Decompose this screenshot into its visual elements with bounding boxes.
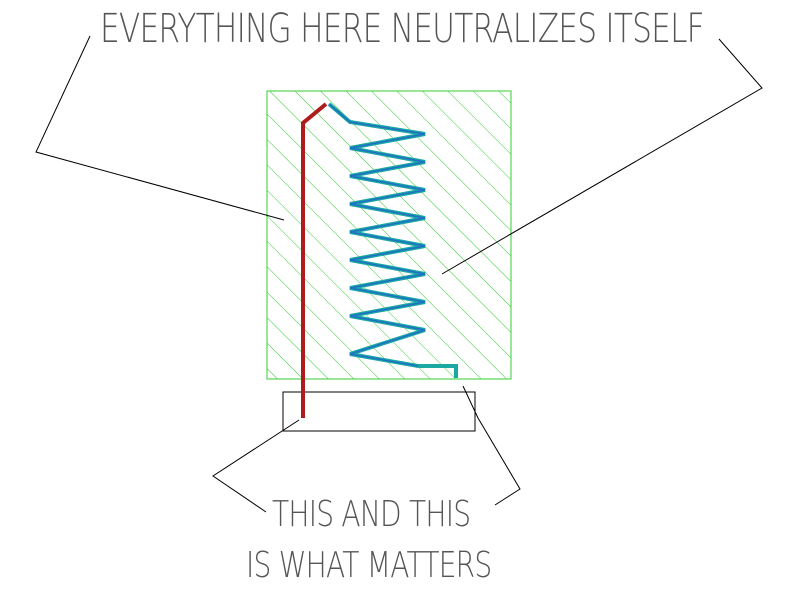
terminal-box [282,391,476,432]
leader-line-left [35,35,285,221]
coil [327,102,458,378]
leader-line-bottom-right [462,385,521,506]
caption-top: EVERYTHING HERE NEUTRALIZES ITSELF [100,6,705,52]
leader-line-bottom-left [212,419,300,513]
red-conductor [301,102,328,418]
caption-bottom-line2: IS WHAT MATTERS [246,545,492,586]
leader-line-right [441,38,763,275]
caption-bottom-line1: THIS AND THIS [272,494,471,535]
